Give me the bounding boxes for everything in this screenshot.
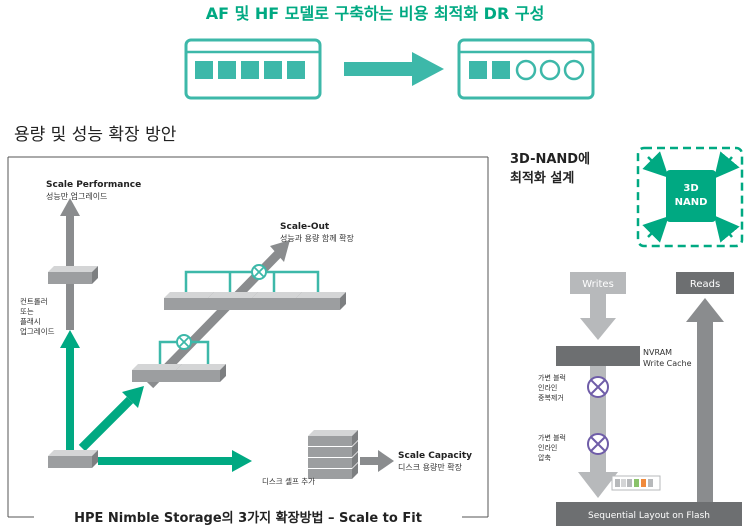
compress-label-3: 압축 — [538, 453, 551, 462]
scale-out-link-icon-upper — [251, 264, 267, 280]
scale-capacity-sub: 디스크 용량만 확장 — [398, 462, 463, 472]
scale-performance-sub: 성능만 업그레이드 — [46, 191, 107, 201]
writes-down-arrow — [580, 294, 616, 340]
compress-label-1: 가변 블럭 — [538, 433, 566, 442]
scale-out-nodes-upper — [164, 292, 346, 310]
section-title: 용량 및 성능 확장 방안 — [14, 125, 177, 145]
controller-upgrade-1: 컨트롤러 — [20, 296, 48, 306]
dr-arrow-icon — [344, 52, 444, 86]
controller-box-base — [48, 450, 98, 468]
nvram-bar — [556, 346, 640, 366]
scale-out-link-icon-lower — [176, 334, 192, 350]
compress-icon — [587, 433, 609, 455]
scale-capacity-arrow — [360, 450, 394, 472]
dedupe-label-2: 인라인 — [538, 383, 557, 392]
nand-title-1: 3D-NAND에 — [510, 151, 590, 167]
dedupe-icon — [587, 376, 609, 398]
nvram-label-1: NVRAM — [643, 348, 672, 357]
scale-out-title: Scale-Out — [280, 222, 330, 232]
nand-chip-label-1: 3D — [683, 183, 698, 194]
reads-label: Reads — [690, 279, 720, 290]
scale-diagram-frame — [7, 156, 489, 518]
reads-box — [676, 272, 734, 294]
data-blocks-icon — [611, 475, 661, 491]
sequential-layout-bar — [556, 502, 742, 526]
scale-out-gray-arrow — [146, 240, 290, 389]
disk-shelf-stack — [308, 430, 358, 479]
dedupe-label-1: 가변 블럭 — [538, 373, 566, 382]
green-right-arrow — [98, 450, 252, 472]
disk-shelf-label: 디스크 셸프 추가 — [262, 477, 315, 486]
controller-upgrade-4: 업그레이드 — [20, 326, 55, 336]
writes-label: Writes — [582, 279, 614, 290]
controller-upgrade-2: 또는 — [20, 307, 34, 316]
nand-title-2: 최적화 설계 — [510, 170, 574, 186]
diagram-caption: HPE Nimble Storage의 3가지 확장방법 – Scale to … — [74, 510, 422, 526]
scale-out-sub: 성능과 용량 함께 확장 — [280, 233, 355, 243]
sequential-layout-label: Sequential Layout on Flash — [588, 511, 710, 521]
writes-box — [570, 272, 626, 294]
green-up-arrow — [60, 330, 80, 450]
reads-up-arrow — [686, 298, 724, 502]
nand-chip-label-2: NAND — [675, 197, 708, 208]
scale-performance-title: Scale Performance — [46, 180, 141, 190]
scale-out-green-arrow — [78, 386, 144, 452]
dedupe-label-3: 중복제거 — [538, 393, 564, 402]
compress-label-2: 인라인 — [538, 443, 557, 452]
scale-out-nodes-lower — [132, 364, 226, 382]
top-title: AF 및 HF 모델로 구축하는 비용 최적화 DR 구성 — [206, 4, 545, 23]
nand-optimization-icon — [636, 146, 744, 248]
controller-box-upper — [48, 266, 98, 284]
scale-capacity-title: Scale Capacity — [398, 451, 472, 461]
hf-array-icon — [457, 38, 595, 100]
controller-upgrade-3: 플래시 — [20, 317, 41, 326]
scale-performance-arrow — [60, 198, 80, 270]
af-array-icon — [184, 38, 322, 100]
nvram-label-2: Write Cache — [643, 359, 692, 368]
